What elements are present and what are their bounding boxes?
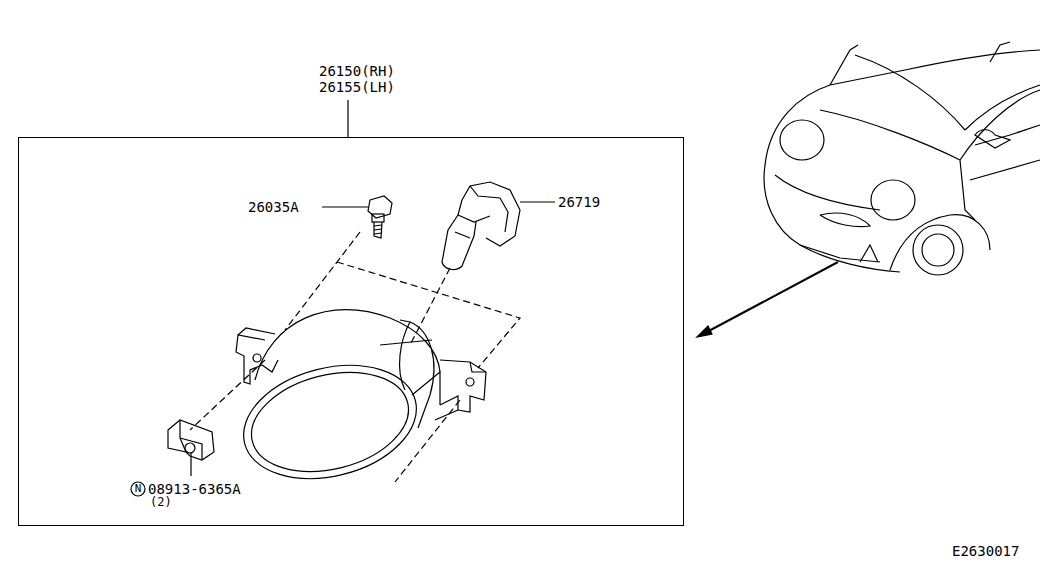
arrowhead [697, 326, 712, 337]
bulb [442, 182, 520, 269]
callout-number: 26035A [248, 199, 299, 215]
leader-line [347, 100, 348, 137]
std-part-mark: N [135, 482, 142, 496]
callout-number: 26719 [558, 194, 600, 210]
view-arrow [705, 262, 838, 333]
callout-number: 08913-6365A [148, 481, 241, 497]
assembly-lines [190, 232, 520, 482]
leader-line [322, 206, 368, 207]
nissan-std-part-symbol [131, 482, 145, 496]
fog-lamp [232, 310, 486, 496]
part-number-heading: 26150(RH) 26155(LH) [319, 63, 403, 95]
leader-line [520, 201, 555, 202]
bolt [368, 196, 392, 238]
car-illustration [764, 42, 1040, 275]
clip [168, 420, 214, 460]
quantity-note: (2) [150, 495, 172, 509]
diagram-code: E2630017 [952, 543, 1019, 559]
